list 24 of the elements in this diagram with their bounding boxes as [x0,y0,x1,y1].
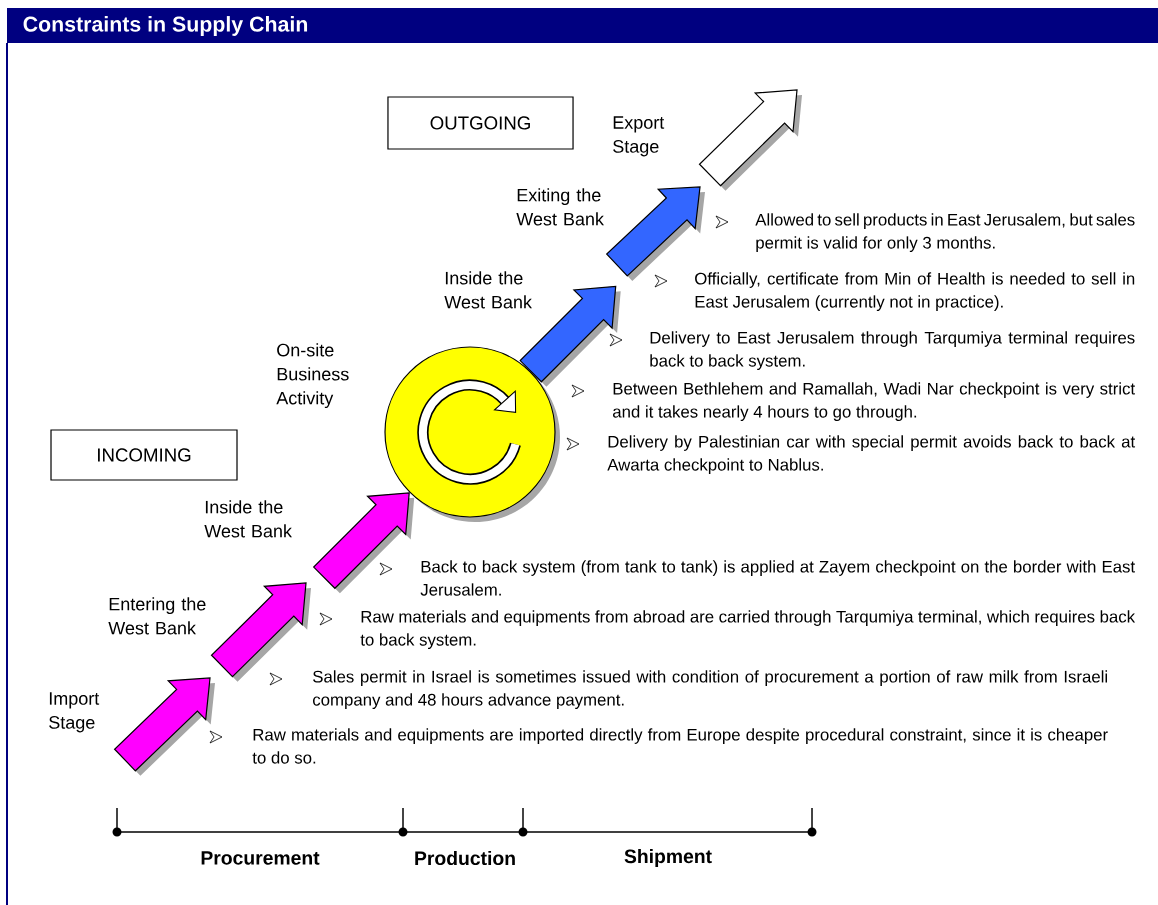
title-bar: Constraints in Supply Chain [7,8,1158,43]
stage-label: Exiting the West Bank [516,188,604,226]
stage-label: Inside the West Bank [204,500,292,538]
label-box: INCOMING [50,429,238,481]
block-arrow [519,285,621,387]
stage-label: Inside the West Bank [444,271,532,309]
stage-label: Import Stage [49,692,100,733]
bullet-text: Allowed to sell products in East Jerusalem, but sales permit is valid for only 3 months. [755,213,1135,252]
stage-label: On-site Business Activity [276,343,349,409]
bullet-text: Raw materials and equipments from abroad are carried through Tarqumiya terminal, which requires back to back system. [360,610,1136,649]
bullet-text: Delivery to East Jerusalem through Tarqumiya terminal requires back to back system. [650,331,1135,370]
stage-label: Export Stage [613,116,665,157]
circle [384,346,560,522]
bullet-text: Between Bethlehem and Ramallah, Wadi Nar checkpoint is very strict and it takes nearly 4 hours to go through. [613,382,1135,421]
bullet-text: Sales permit in Israel is sometimes issued with condition of procurement a portion of raw milk from Israeli company and 48 hours advance payment. [313,670,1107,709]
phase-label: Shipment [624,849,712,867]
stage-label: Entering the West Bank [108,597,206,635]
bullet-text: Raw materials and equipments are imported directly from Europe despite procedural constraint, since it is cheaper to do so. [252,728,1108,764]
bullet-text: Delivery by Palestinian car with special permit avoids back to back at Awarta checkpoint to Nablus. [607,435,1136,474]
label-box: OUTGOING [387,96,574,150]
bullet-text: Back to back system (from tank to tank) is applied at Zayem checkpoint on the border with East Jerusalem. [420,560,1135,596]
phase-label: Production [415,850,515,866]
bullet-text: Officially, certificate from Min of Health is needed to sell in East Jerusalem (currently not in practice). [695,272,1135,311]
phase-label: Procurement [201,851,320,865]
